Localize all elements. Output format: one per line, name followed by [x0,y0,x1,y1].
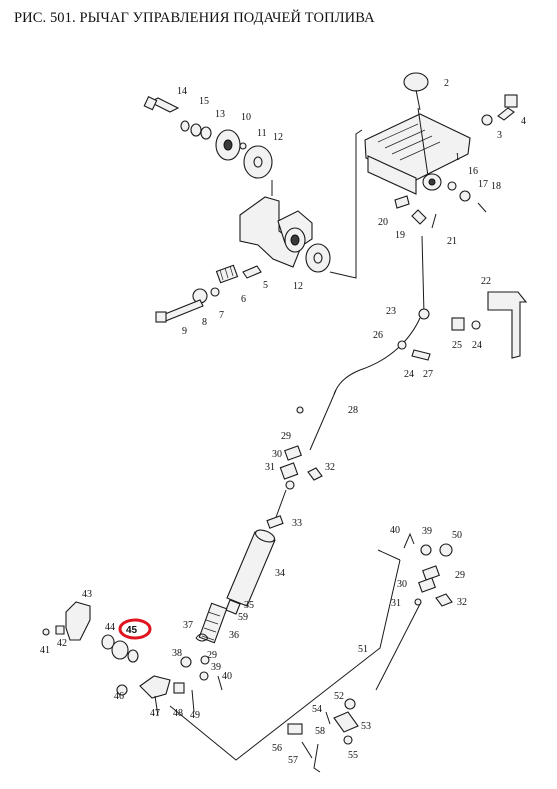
callout-labels: 1 2 3 4 5 6 7 8 9 10 11 12 12 13 14 15 1… [40,78,526,766]
callout-label: 30 [397,579,407,590]
callout-label: 11 [257,128,267,139]
callout-label: 3 [497,130,502,141]
callout-label: 35 [244,600,254,611]
callout-label: 24 [472,340,482,351]
callout-label: 31 [391,598,401,609]
callout-label: 38 [172,648,182,659]
callout-label: 56 [272,743,282,754]
callout-label: 42 [57,638,67,649]
callout-label: 19 [395,230,405,241]
callout-label: 15 [199,96,209,107]
callout-label: 39 [211,662,221,673]
callout-label: 12 [293,281,303,292]
callout-label: 10 [241,112,251,123]
callout-label: 18 [491,181,501,192]
callout-label: 40 [390,525,400,536]
callout-label: 54 [312,704,322,715]
callout-label: 59 [238,612,248,623]
right-bracket [451,291,528,359]
callout-label: 6 [241,294,246,305]
callout-label: 32 [325,462,335,473]
highlight-ring [118,618,152,640]
callout-label: 34 [275,568,285,579]
callout-label: 27 [423,369,433,380]
callout-label: 41 [40,645,50,656]
cable-rod-assembly [195,317,431,644]
callout-label: 20 [378,217,388,228]
callout-label: 29 [207,650,217,661]
highlight-label: 45 [126,625,138,636]
callout-label: 58 [315,726,325,737]
callout-label: 2 [444,78,449,89]
lower-left-linkage [42,601,223,717]
lever-housing-assembly [364,72,518,320]
callout-label: 12 [273,132,283,143]
callout-label: 57 [288,755,298,766]
callout-label: 43 [82,589,92,600]
callout-label: 5 [263,280,268,291]
callout-label: 36 [229,630,239,641]
callout-label: 23 [386,306,396,317]
callout-label: 32 [457,597,467,608]
page-title: РИС. 501. РЫЧАГ УПРАВЛЕНИЯ ПОДАЧЕЙ ТОПЛИ… [14,10,375,26]
callout-label: 29 [281,431,291,442]
callout-label: 47 [150,708,160,719]
callout-label: 39 [422,526,432,537]
callout-label: 37 [183,620,193,631]
callout-label: 30 [272,449,282,460]
callout-label: 8 [202,317,207,328]
callout-label: 9 [182,326,187,337]
callout-label: 7 [219,310,224,321]
callout-label: 55 [348,750,358,761]
callout-label: 40 [222,671,232,682]
callout-label: 50 [452,530,462,541]
callout-label: 31 [265,462,275,473]
callout-label: 26 [373,330,383,341]
callout-label: 29 [455,570,465,581]
callout-label: 49 [190,710,200,721]
callout-label: 46 [114,691,124,702]
callout-label: 4 [521,116,526,127]
callout-label: 51 [358,644,368,655]
callout-label: 21 [447,236,457,247]
highlighted-callout: 45 [118,618,152,640]
bracket-assembly [143,96,363,323]
callout-label: 13 [215,109,225,120]
lower-right-linkage [169,532,453,773]
callout-label: 44 [105,622,115,633]
callout-label: 14 [177,86,187,97]
callout-label: 24 [404,369,414,380]
callout-label: 48 [173,708,183,719]
callout-label: 16 [468,166,478,177]
callout-label: 17 [478,179,488,190]
callout-label: 1 [455,152,460,163]
callout-label: 52 [334,691,344,702]
callout-label: 53 [361,721,371,732]
callout-label: 33 [292,518,302,529]
callout-label: 25 [452,340,462,351]
callout-label: 22 [481,276,491,287]
callout-label: 28 [348,405,358,416]
